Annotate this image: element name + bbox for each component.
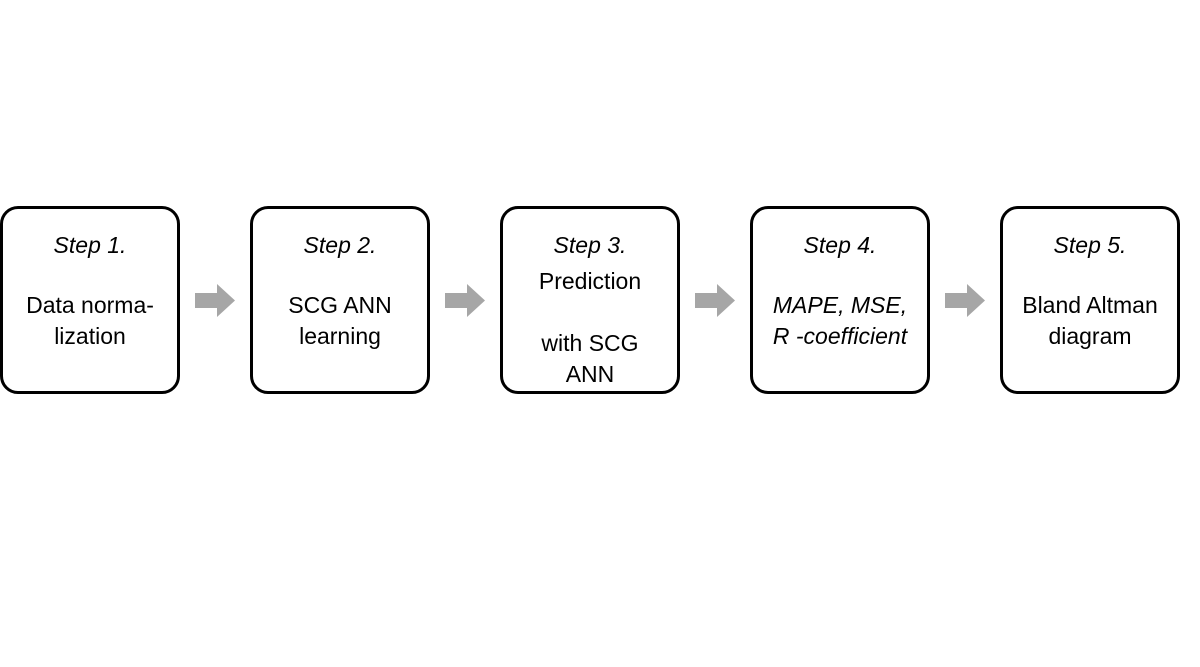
flow-step-2-body: SCG ANN learning xyxy=(288,292,392,349)
flow-step-5[interactable]: Step 5. Bland Altman diagram xyxy=(1000,206,1180,394)
flow-step-5-body: Bland Altman diagram xyxy=(1022,292,1158,349)
flow-step-4[interactable]: Step 4. MAPE, MSE, R -coefficient xyxy=(750,206,930,394)
right-arrow-icon xyxy=(445,283,485,317)
right-arrow-icon xyxy=(195,283,235,317)
flowchart-step-row: Step 1. Data norma- lization Step 2. SCG… xyxy=(0,205,1200,395)
flow-step-2-title: Step 2. xyxy=(303,232,377,258)
flow-step-4-body: MAPE, MSE, R -coefficient xyxy=(772,292,908,349)
flow-step-1[interactable]: Step 1. Data norma- lization xyxy=(0,206,180,394)
flow-step-1-body: Data norma- lization xyxy=(26,292,154,349)
flow-connector-4 xyxy=(930,206,1000,394)
flow-connector-1 xyxy=(180,206,250,394)
flow-step-5-title: Step 5. xyxy=(1053,232,1127,258)
flow-step-3-title: Step 3. xyxy=(553,232,627,258)
flow-connector-3 xyxy=(680,206,750,394)
flow-step-4-title: Step 4. xyxy=(803,232,877,258)
flow-step-3-body: Prediction with SCG ANN xyxy=(538,268,642,387)
flow-step-2[interactable]: Step 2. SCG ANN learning xyxy=(250,206,430,394)
flow-connector-2 xyxy=(430,206,500,394)
right-arrow-icon xyxy=(695,283,735,317)
flow-step-1-title: Step 1. xyxy=(53,232,127,258)
right-arrow-icon xyxy=(945,283,985,317)
flow-step-3[interactable]: Step 3. Prediction with SCG ANN xyxy=(500,206,680,394)
